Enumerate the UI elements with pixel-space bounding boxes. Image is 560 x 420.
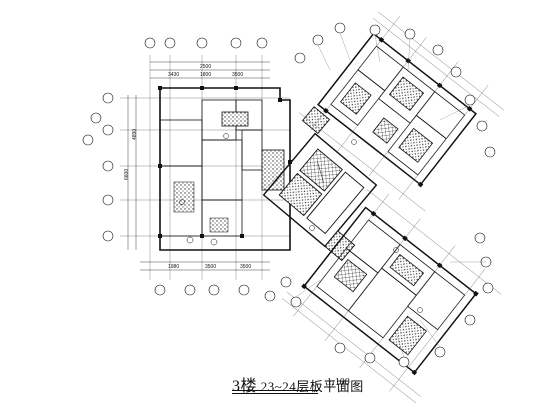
svg-text:6600: 6600 [124, 169, 130, 180]
drawing-scale: 1:100 [327, 377, 350, 388]
svg-text:1980: 1980 [168, 264, 179, 270]
title-underline [232, 390, 318, 391]
grid-axis-bubbles [82, 22, 496, 368]
left-wing [120, 55, 292, 280]
svg-text:3500: 3500 [232, 72, 243, 78]
detail-marks [179, 133, 423, 313]
title-underline-thin [232, 393, 318, 394]
axis-leaders [295, 32, 486, 358]
svg-text:4890: 4890 [132, 129, 138, 140]
svg-text:1800: 1800 [200, 72, 211, 78]
central-core [262, 106, 378, 262]
lower-right-wing [281, 189, 502, 404]
svg-text:3430: 3430 [168, 72, 179, 78]
left-wing-dimensions: 3430 1800 3500 2500 1980 3500 3500 6600 … [124, 64, 251, 270]
upper-right-wing [299, 11, 505, 212]
svg-text:2500: 2500 [200, 64, 211, 70]
svg-text:3500: 3500 [240, 264, 251, 270]
svg-text:3500: 3500 [205, 264, 216, 270]
